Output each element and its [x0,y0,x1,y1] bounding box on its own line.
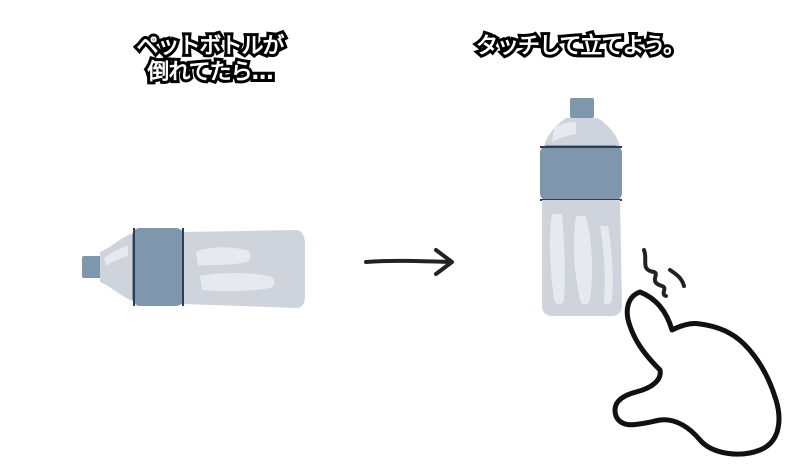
caption-stand-up: タッチして立てよう。 タッチして立てよう。 [420,31,740,62]
bottle-lying-shoulder [100,234,134,300]
caption-fallen-fill-line1: ペットボトルが [136,34,284,59]
caption-fallen: ペットボトルが 倒れてたら… ペットボトルが 倒れてたら… [80,31,340,88]
arrow-right-icon [364,248,454,276]
caption-stand-up-fill: タッチして立てよう。 [420,34,740,60]
bottle-standing-highlight2 [573,216,593,305]
bottle-standing-cap [570,98,594,118]
bottle-lying-cap [82,256,102,278]
bottle-standing-highlight1 [549,214,565,305]
bottle-lying-label [132,228,184,306]
bottle-standing-label [540,145,622,201]
bottle-lying-highlight2 [200,273,275,292]
bottle-lying-highlight3 [104,246,128,266]
caption-fallen-fill-line2: 倒れてたら… [147,60,273,85]
bottle-standing-highlight3 [600,226,613,305]
caption-fallen-line2: 倒れてたら… [144,57,276,88]
caption-fallen-fill: ペットボトルが 倒れてたら… [80,34,340,86]
bottle-lying-highlight1 [196,247,251,266]
pointing-hand-icon [612,289,782,457]
caption-stand-up-line1: タッチして立てよう。 [473,31,688,62]
caption-fallen-line1: ペットボトルが [133,31,287,62]
bottle-lying-body [184,230,305,308]
bottle-standing-icon [540,98,622,316]
bottle-lying-icon [82,228,305,308]
bottle-standing-highlight4 [552,122,576,142]
tap-mark-icon [642,248,686,298]
caption-stand-up-fill-line1: タッチして立てよう。 [475,34,685,59]
